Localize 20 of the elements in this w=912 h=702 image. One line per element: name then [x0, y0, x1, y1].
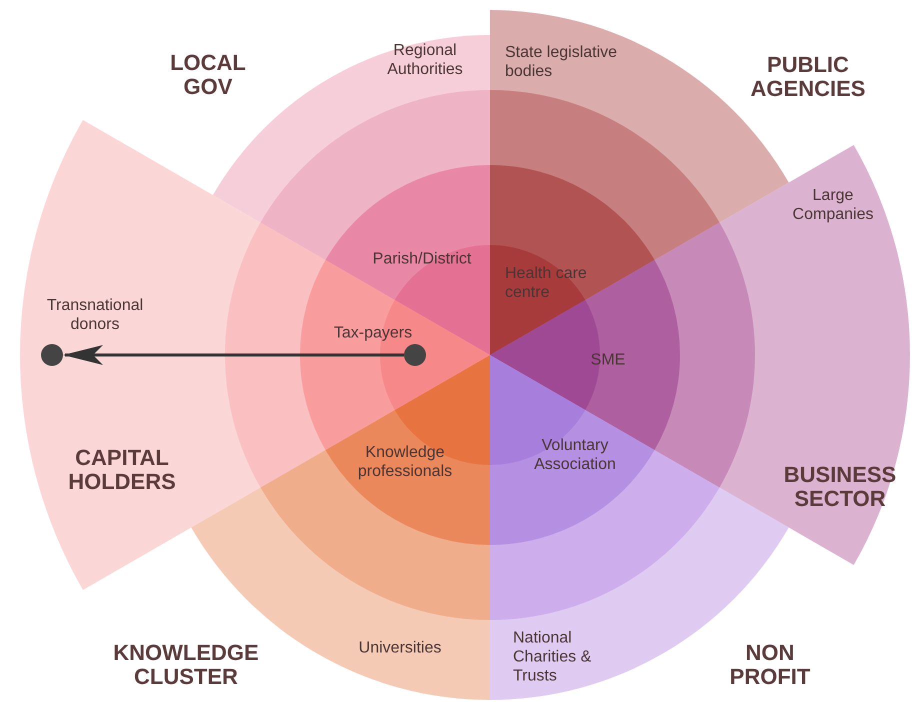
- sector-heading: KNOWLEDGE CLUSTER: [112, 641, 260, 689]
- dot-marker: [404, 344, 426, 366]
- ring-label: Health care centre: [505, 264, 588, 302]
- sector-heading: LOCAL GOV: [169, 51, 247, 99]
- ring-label: Large Companies: [792, 186, 874, 224]
- ring-label: SME: [590, 350, 626, 370]
- sector-heading: PUBLIC AGENCIES: [750, 53, 866, 101]
- ring-label: Voluntary Association: [533, 436, 617, 474]
- sector-heading: CAPITAL HOLDERS: [67, 446, 177, 494]
- ring-label: Parish/District: [372, 250, 472, 268]
- ring-label: Knowledge professionals: [356, 443, 454, 481]
- ring-label: National Charities & Trusts: [513, 628, 592, 686]
- ring-label: Transnational donors: [46, 296, 144, 334]
- dot-marker: [41, 344, 63, 366]
- ring-label: Universities: [358, 638, 442, 658]
- sector-heading: BUSINESS SECTOR: [782, 463, 898, 511]
- sector-heading: NON PROFIT: [728, 641, 812, 689]
- ring-label: Regional Authorities: [386, 41, 464, 79]
- ring-label: Tax-payers: [332, 324, 414, 342]
- ring-label: State legislative bodies: [505, 43, 618, 81]
